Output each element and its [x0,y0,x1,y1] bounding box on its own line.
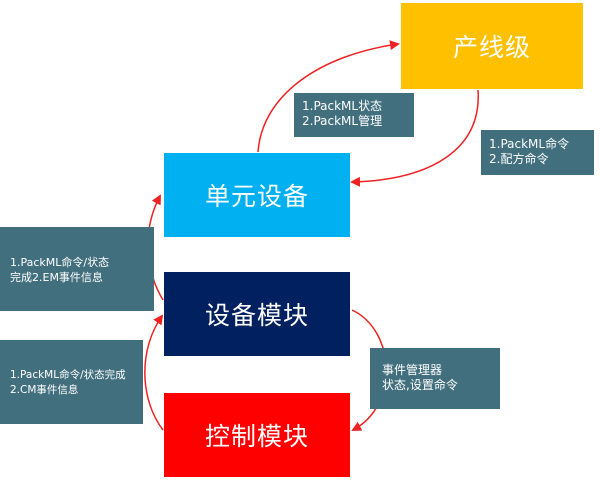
node-line-level: 产线级 [401,3,583,89]
node-control-module-label: 控制模块 [204,422,309,451]
note-unit-to-line: 1.PackML状态 2.PackML管理 [294,93,414,137]
note-line-to-unit: 1.PackML命令 2.配方命令 [481,130,594,175]
note-line: 1.PackML命令/状态 [10,256,110,269]
arrow-line-to-unit [350,89,479,187]
note-line: 2.配方命令 [489,152,549,166]
note-line: 状态,设置命令 [382,378,458,392]
note-em-to-unit: 1.PackML命令/状态 完成2.EM事件信息 [0,227,154,311]
note-line: 2.PackML管理 [302,114,383,128]
node-unit-equipment: 单元设备 [164,153,350,237]
node-equipment-module: 设备模块 [164,272,350,356]
note-line: 1.PackML命令 [489,137,570,151]
node-line-level-label: 产线级 [452,33,531,62]
note-em-to-cm: 事件管理器 状态,设置命令 [370,348,500,409]
node-equipment-module-label: 设备模块 [204,301,309,330]
note-line: 1.PackML命令/状态完成 [10,369,126,381]
note-line: 完成2.EM事件信息 [10,271,103,284]
note-cm-to-em: 1.PackML命令/状态完成 2.CM事件信息 [0,340,143,424]
node-control-module: 控制模块 [164,393,350,477]
note-line: 2.CM事件信息 [10,384,79,396]
arrow-unit-to-line [257,40,400,153]
note-line: 1.PackML状态 [302,99,383,113]
note-line: 事件管理器 [382,363,443,377]
node-unit-equipment-label: 单元设备 [204,182,309,211]
arrow-cm-to-em [144,314,164,431]
